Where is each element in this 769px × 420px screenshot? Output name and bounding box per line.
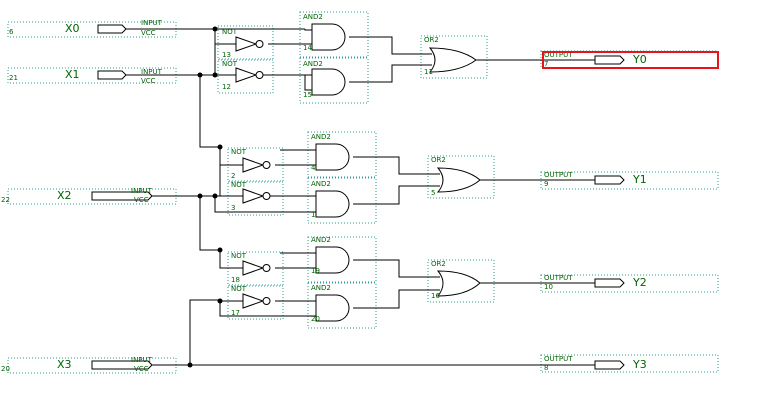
gate-num: 5 [431,189,435,197]
gate-type: NOT [231,181,247,189]
output-type: OUTPUT [544,274,573,282]
junctions [187,26,223,368]
output-name: Y1 [632,173,647,186]
input-name: X2 [57,189,72,202]
input-type: INPUT [131,356,153,364]
output-num: 8 [544,364,548,372]
gate-type: OR2 [424,36,439,44]
input-vcc: VCC [141,77,156,85]
gate-num: 16 [431,292,440,300]
gate-num: 13 [222,51,231,59]
output-num: 10 [544,283,553,291]
or-gate-16[interactable]: OR2 16 [431,260,481,300]
gate-num: 18 [231,276,240,284]
input-pin-x2[interactable]: INPUT VCC X2 22 [1,187,153,204]
not-gate-2[interactable]: NOT 2 [231,148,271,180]
or-gate-5[interactable]: OR2 5 [431,156,481,197]
not-gate-18[interactable]: NOT 18 [231,252,271,284]
gate-type: NOT [222,28,238,36]
and-gate-19[interactable]: AND2 19 [311,236,350,275]
gate-type: NOT [231,285,247,293]
gate-num: 14 [303,44,312,52]
and-gate-14[interactable]: AND2 14 [303,13,346,52]
input-pin-x3[interactable]: INPUT VCC X3 20 [1,356,153,373]
gate-num: 15 [303,91,312,99]
not-gate-17[interactable]: NOT 17 [231,285,271,317]
and-gate-20[interactable]: AND2 20 [311,284,350,323]
output-name: Y3 [632,358,647,371]
gate-type: AND2 [303,60,323,68]
gate-type: NOT [222,60,238,68]
selection-highlight [542,51,719,69]
gate-num: 19 [311,267,320,275]
gate-num: 2 [231,172,235,180]
output-num: 9 [544,180,548,188]
gate-num: 12 [222,83,231,91]
and-gate-15[interactable]: AND2 15 [303,60,346,99]
output-pin-y1[interactable]: OUTPUT 9 Y1 [544,171,647,188]
output-pin-y0[interactable]: OUTPUT 7 Y0 [544,51,647,68]
gate-type: AND2 [311,133,331,141]
input-vcc: VCC [134,196,149,204]
gate-type: AND2 [311,284,331,292]
input-num: 22 [1,196,10,204]
gate-type: AND2 [311,236,331,244]
input-type: INPUT [141,68,163,76]
input-type: INPUT [131,187,153,195]
input-num: 20 [1,365,10,373]
input-name: X1 [65,68,80,81]
output-num: 7 [544,60,548,68]
output-name: Y2 [632,276,647,289]
output-name: Y0 [632,53,647,66]
gate-type: OR2 [431,156,446,164]
input-pin-x0[interactable]: INPUT VCC X0 6 [9,19,163,37]
or-gate-11[interactable]: OR2 11 [424,36,477,76]
input-name: X0 [65,22,80,35]
input-pin-x1[interactable]: INPUT VCC X1 21 [9,68,163,85]
input-num: 21 [9,74,18,82]
and-gate-1[interactable]: AND2 1 [311,180,350,219]
gate-num: 3 [231,204,235,212]
input-name: X3 [57,358,72,371]
not-gate-3[interactable]: NOT 3 [231,181,271,212]
gate-type: AND2 [303,13,323,21]
gate-num: 20 [311,315,320,323]
gate-type: NOT [231,148,247,156]
output-type: OUTPUT [544,355,573,363]
input-num: 6 [9,28,14,36]
wires [126,28,595,366]
gate-num: 4 [311,164,316,172]
gate-type: OR2 [431,260,446,268]
output-pin-y2[interactable]: OUTPUT 10 Y2 [544,274,647,291]
gate-num: 17 [231,309,240,317]
output-type: OUTPUT [544,51,573,59]
not-gate-12[interactable]: NOT 12 [222,60,264,91]
input-vcc: VCC [141,29,156,37]
gate-type: NOT [231,252,247,260]
not-gate-13[interactable]: NOT 13 [222,28,264,59]
and-gate-4[interactable]: AND2 4 [311,133,350,172]
gate-type: AND2 [311,180,331,188]
gate-num: 11 [424,68,433,76]
input-type: INPUT [141,19,163,27]
output-type: OUTPUT [544,171,573,179]
output-pin-y3[interactable]: OUTPUT 8 Y3 [544,355,647,372]
gate-num: 1 [311,211,315,219]
input-vcc: VCC [134,365,149,373]
